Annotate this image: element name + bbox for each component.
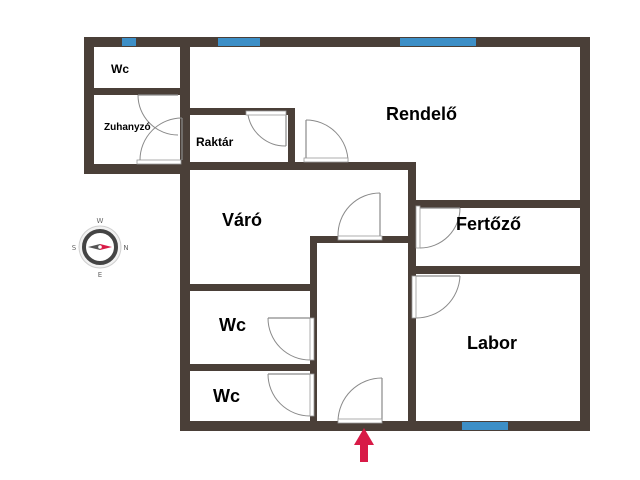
windows xyxy=(122,38,508,430)
door-wc-top xyxy=(137,94,179,136)
room-labels: Wc Zuhanyzó Raktár Rendelő Váró Fertőző … xyxy=(104,62,521,406)
window-rendelo-2 xyxy=(400,38,476,46)
door-fertozo xyxy=(415,205,461,249)
door-wc-bottom xyxy=(267,373,315,417)
room-label-wc-mid: Wc xyxy=(219,315,246,335)
compass-north: N xyxy=(123,244,128,252)
window-rendelo-1 xyxy=(218,38,260,46)
compass-south: S xyxy=(72,244,77,252)
room-label-zuhanyzo: Zuhanyzó xyxy=(104,122,151,133)
door-rendelo xyxy=(303,119,349,163)
room-label-fertozo: Fertőző xyxy=(456,214,521,234)
door-varo xyxy=(337,192,383,241)
room-label-labor: Labor xyxy=(467,333,517,353)
walls xyxy=(84,37,590,431)
compass-west: W xyxy=(97,217,104,225)
room-label-rendelo: Rendelő xyxy=(386,104,457,124)
room-label-varo: Váró xyxy=(222,210,262,230)
door-wc-mid xyxy=(267,317,315,361)
compass-east: E xyxy=(98,271,102,279)
door-zuhanyzo xyxy=(136,117,183,165)
door-raktar xyxy=(245,110,287,147)
window-wc xyxy=(122,38,136,46)
room-label-wc-top: Wc xyxy=(111,62,129,76)
door-entrance xyxy=(337,377,383,424)
compass-icon: N S W E xyxy=(72,217,129,279)
room-label-wc-bottom: Wc xyxy=(213,386,240,406)
entrance-arrow-icon xyxy=(354,428,374,462)
room-label-raktar: Raktár xyxy=(196,135,234,149)
doors xyxy=(136,94,461,424)
door-labor xyxy=(411,275,461,319)
window-labor xyxy=(462,422,508,430)
